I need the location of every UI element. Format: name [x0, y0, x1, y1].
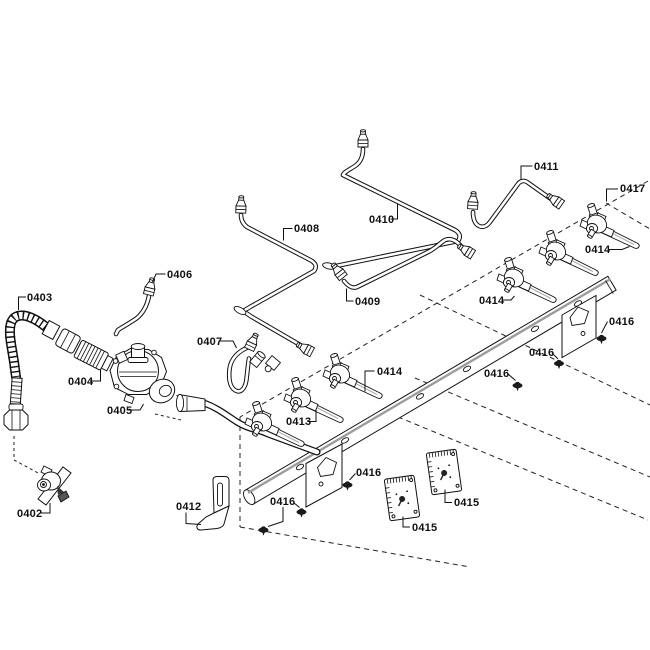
tube-nut [467, 190, 480, 210]
part-label-0415-b: 0415 [412, 522, 437, 534]
screw-0416 [342, 481, 353, 491]
part-label-0416-e: 0416 [270, 496, 295, 508]
part-label-0411: 0411 [534, 161, 559, 173]
tube-nut [235, 195, 247, 214]
part-label-0416-d: 0416 [356, 467, 381, 479]
part-label-0416-c: 0416 [484, 368, 509, 380]
gas-tube-0408 [233, 195, 319, 358]
screw-0416 [258, 526, 269, 536]
part-label-0416-b: 0416 [529, 347, 554, 359]
screw-0416 [554, 359, 564, 370]
part-label-0410: 0410 [369, 214, 394, 226]
tube-nut [244, 331, 262, 352]
inlet-fitting-0402 [13, 436, 72, 506]
flex-hose-0403 [3, 310, 90, 431]
part-label-0414-c: 0414 [377, 366, 403, 378]
part-label-0415-a: 0415 [454, 497, 479, 509]
part-label-0405: 0405 [107, 405, 132, 417]
hose-hex-nut [55, 328, 81, 354]
dashed-assembly-boundary [239, 180, 650, 568]
screw-0416 [512, 381, 523, 392]
part-label-0404: 0404 [68, 376, 94, 388]
part-label-0414-a: 0414 [585, 244, 611, 256]
screw-0416 [596, 334, 607, 345]
rail-mounting-bracket [561, 294, 597, 359]
part-label-0412: 0412 [176, 501, 201, 513]
pressure-regulator-0405 [109, 343, 176, 405]
loop-tube-0407 [226, 331, 282, 394]
part-label-0416-a: 0416 [609, 316, 634, 328]
tube-nut [544, 190, 566, 210]
gas-tube-0411 [467, 178, 566, 230]
part-label-0414-b: 0414 [479, 295, 505, 307]
switch-plate-0415 [383, 474, 421, 522]
part-label-0417: 0417 [620, 183, 645, 195]
gas-valve-0414 [322, 351, 383, 399]
part-label-0408: 0408 [294, 223, 319, 235]
part-number-labels: 0402 0403 0404 0405 0406 0407 0408 0409 … [17, 161, 645, 534]
gas-tube-0410 [322, 129, 462, 270]
hose-hex-nut [3, 409, 29, 431]
part-label-0406: 0406 [167, 269, 192, 281]
rail-burner-ports [295, 300, 583, 471]
label-leader-lines [18, 165, 630, 528]
hose-threaded-end [9, 377, 23, 405]
l-bracket-0412 [196, 476, 230, 531]
screw-0416 [296, 508, 307, 518]
rail-mounting-bracket [305, 443, 343, 508]
adapter-fitting-0404 [73, 340, 114, 372]
tube-nut [357, 129, 369, 148]
gas-tube-0409 [328, 236, 477, 290]
switch-plate-0415 [425, 448, 463, 496]
gas-tube-0406 [113, 276, 158, 337]
part-label-0413: 0413 [286, 416, 311, 428]
gas-valve-0414 [579, 201, 640, 249]
part-label-0403: 0403 [27, 292, 52, 304]
part-label-0402: 0402 [17, 508, 42, 520]
manifold-rail [243, 275, 617, 508]
mounting-screws-0416 [258, 334, 607, 536]
tube-nut [143, 276, 158, 297]
part-label-0409: 0409 [355, 296, 380, 308]
part-label-0407: 0407 [197, 336, 222, 348]
